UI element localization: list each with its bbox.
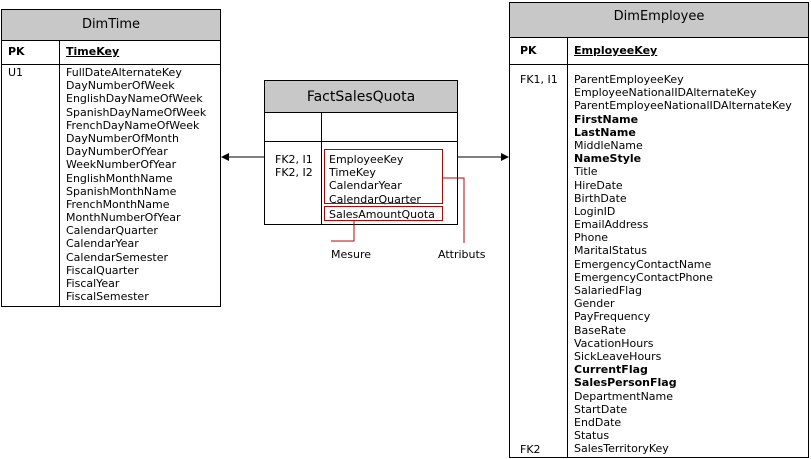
dimtime-field: DayNumberOfMonth [66,131,179,145]
dimtime-field: FrenchMonthName [66,197,170,211]
dimtime-pk-label: PK [8,45,25,58]
dimemployee-pk-row: PK EmployeeKey [510,38,808,65]
dimemployee-pk-field: EmployeeKey [574,44,658,57]
fact-divider [321,113,322,224]
dimemployee-pk-label: PK [520,44,537,57]
dimtime-pk-row: PK TimeKey [2,41,220,65]
measure-annotation: Mesure [331,248,372,261]
dimemployee-field: Phone [574,231,609,245]
dimtime-key-labels: U1 [8,66,23,79]
dimemployee-fk2-label: FK2 [520,443,541,456]
dimemployee-table: DimEmployee PK EmployeeKey FK1, I1 FK2 P… [509,2,809,458]
dimemployee-field: Gender [574,297,615,311]
dimtime-key-label: U1 [8,66,24,79]
fact-field: CalendarQuarter [329,192,421,206]
fact-pk-row [265,113,457,142]
dimemployee-field: EndDate [574,415,622,429]
measure-highlight-box [324,206,443,221]
measure-callout-line [331,221,355,242]
dimemployee-field: FirstName [574,112,639,126]
dimemployee-field: EmailAddress [574,218,649,232]
dimemployee-field: EmergencyContactPhone [574,270,713,284]
fact-key-label: FK2, I1 [275,153,313,166]
dimemployee-field: EmergencyContactName [574,257,712,271]
dimemployee-field: SickLeaveHours [574,349,662,363]
fact-field: CalendarYear [329,179,402,193]
dimemployee-field: DepartmentName [574,389,674,403]
dimtime-field: SpanishDayNameOfWeek [66,105,207,119]
attributes-annotation: Attributs [438,248,486,261]
dimemployee-divider [567,38,568,457]
dimtime-field: WeekNumberOfYear [66,158,177,172]
dimemployee-title: DimEmployee [510,3,808,38]
dimemployee-field: BirthDate [574,191,627,205]
dimemployee-field: NameStyle [574,152,642,166]
dimtime-field: MonthNumberOfYear [66,211,181,225]
dimemployee-field: BaseRate [574,323,627,337]
dimtime-field: CalendarQuarter [66,224,158,238]
dimemployee-field: ParentEmployeeKey [574,73,684,86]
dimtime-field: FiscalQuarter [66,263,139,277]
fact-measure-field: SalesAmountQuota [329,208,435,221]
dimemployee-field: SalariedFlag [574,284,642,297]
dimtime-field: DayNumberOfWeek [66,79,175,93]
dimemployee-field: LoginID [574,204,616,218]
dimtime-field: FiscalYear [66,277,120,290]
dimtime-field: DayNumberOfYear [66,145,168,159]
dimtime-field: EnglishDayNameOfWeek [66,92,203,106]
dimemployee-field: MiddleName [574,138,643,152]
dimtime-field: CalendarYear [66,237,139,251]
dimemployee-field: VacationHours [574,336,654,350]
dimtime-field: FiscalSemester [66,290,149,304]
dimtime-field: SpanishMonthName [66,184,177,198]
attributes-highlight-box [324,149,443,204]
dimemployee-field: Title [574,165,598,179]
dimemployee-field: SalesPersonFlag [574,376,677,390]
factsalesquota-table: FactSalesQuota FK2, I1 FK2, I2 EmployeeK… [264,80,458,225]
dimemployee-field: StartDate [574,402,628,416]
attributes-callout-line [443,177,465,243]
dimtime-pk-field: TimeKey [66,45,120,58]
dimtime-field: CalendarSemester [66,250,169,264]
dimtime-divider [59,41,60,306]
fact-title: FactSalesQuota [265,81,457,113]
dimemployee-field: MaritalStatus [574,244,647,258]
dimemployee-field: PayFrequency [574,310,651,324]
fact-field: EmployeeKey [329,153,404,166]
dimemployee-field: ParentEmployeeNationalIDAlternateKey [574,99,792,113]
dimemployee-field: EmployeeNationalIDAlternateKey [574,86,757,100]
dimemployee-field: SalesTerritoryKey [574,442,669,456]
dimtime-field: EnglishMonthName [66,171,173,185]
dimemployee-fk1-label: FK1, I1 [520,73,558,86]
fact-field: TimeKey [329,166,376,180]
dimtime-title: DimTime [2,10,220,41]
fact-measure: SalesAmountQuota [329,208,435,221]
fact-key-labels: FK2, I1 FK2, I2 [275,153,313,179]
dimtime-field: FullDateAlternateKey [66,66,182,79]
dimemployee-field: LastName [574,125,636,139]
dimemployee-field: Status [574,429,610,443]
dimemployee-field: HireDate [574,178,623,192]
dimemployee-field: CurrentFlag [574,363,648,377]
dimtime-table: DimTime PK TimeKey U1 FullDateAlternateK… [1,9,221,307]
fact-key-label: FK2, I2 [275,166,313,180]
dimtime-field: FrenchDayNameOfWeek [66,118,200,132]
